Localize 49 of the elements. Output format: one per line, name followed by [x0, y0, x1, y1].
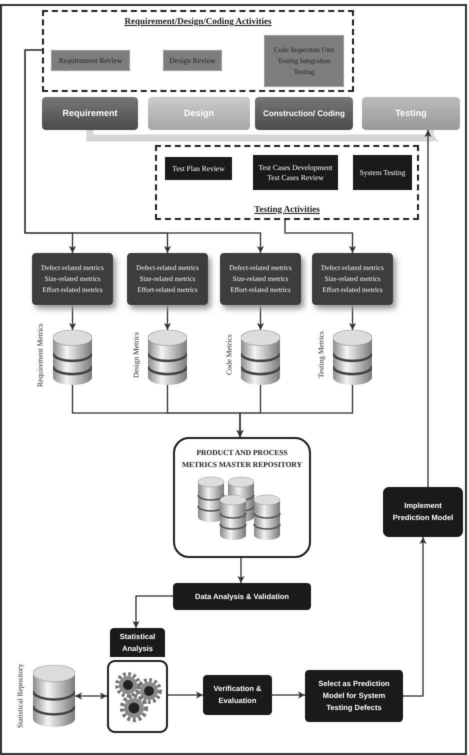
process-box	[127, 253, 208, 305]
group-title: Testing Activities	[254, 202, 320, 216]
process-box	[110, 628, 165, 657]
arrow	[257, 305, 264, 330]
process-box	[353, 155, 412, 190]
box-label: Design	[184, 106, 214, 120]
process-box	[253, 155, 338, 190]
arrow	[75, 692, 107, 700]
process-box	[362, 97, 460, 130]
gears-picture-frame	[107, 660, 168, 733]
arrow	[164, 305, 171, 330]
database-cylinder	[148, 330, 187, 385]
process-box	[173, 583, 311, 610]
process-box	[32, 253, 113, 305]
box-label: Construction/ Coding	[263, 108, 345, 120]
database-cylinder	[241, 330, 280, 385]
process-box	[165, 157, 232, 180]
process-box	[203, 675, 272, 715]
process-box	[163, 50, 222, 71]
process-box	[305, 670, 403, 722]
arrow	[238, 558, 244, 583]
block-arrow	[86, 130, 436, 142]
dashed-group-box	[42, 10, 354, 92]
box-label: Requirement	[62, 106, 118, 120]
arrow	[424, 130, 432, 487]
dashed-group-box	[155, 145, 419, 220]
process-box	[312, 253, 393, 305]
repository-box	[173, 437, 311, 558]
database-cylinder	[333, 330, 372, 385]
arrow	[403, 537, 426, 697]
process-box	[51, 50, 130, 71]
arrow	[236, 385, 354, 437]
process-box	[383, 487, 463, 537]
group-title: Requirement/Design/Coding Activities	[124, 15, 272, 28]
arrow	[168, 692, 203, 698]
box-label: Testing	[395, 106, 427, 120]
process-box	[42, 97, 138, 130]
database-cylinder	[53, 330, 92, 385]
process-box	[255, 97, 353, 130]
arrow	[284, 220, 356, 253]
arrow	[272, 692, 305, 698]
process-box	[148, 97, 250, 130]
arrow	[349, 305, 356, 330]
arrow	[132, 595, 173, 628]
process-box	[220, 253, 301, 305]
arrow	[69, 305, 76, 330]
process-box	[264, 35, 344, 87]
arrow	[24, 49, 264, 253]
database-cylinder	[33, 665, 75, 727]
